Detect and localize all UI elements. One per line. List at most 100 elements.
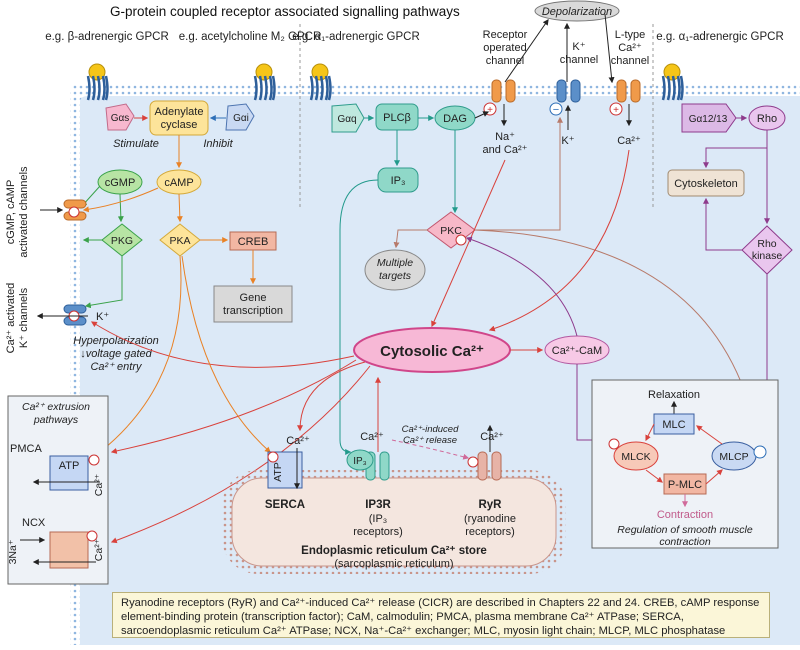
caption-box: Ryanodine receptors (RyR) and Ca²⁺-induc…: [112, 592, 770, 638]
ip3r-label: IP3R: [365, 499, 391, 511]
arrow-ip3-ip3r: [339, 179, 379, 455]
arrow-cyto-serca: [297, 361, 366, 432]
arrow-depol-ltype: [604, 13, 615, 84]
ncx-label: NCX: [22, 517, 46, 529]
cytoskeleton-node[interactable]: [667, 169, 745, 197]
gas-node[interactable]: Gαs: [105, 103, 135, 131]
ip3-badge-label: IP₃: [353, 456, 367, 467]
ltype-plus-icon: [609, 102, 623, 116]
ncx-plus-icon: [86, 530, 98, 542]
gpcr-alpha1-center-icon: [309, 63, 332, 101]
ca-in-label: Ca²⁺: [617, 135, 641, 147]
ca-pmca-label: Ca²⁺: [93, 473, 105, 496]
relaxation-label: Relaxation: [648, 389, 700, 401]
pkc-plus-icon: [455, 234, 467, 246]
arrow-pka-pmca: [99, 255, 182, 453]
creb-label: CREB: [238, 236, 269, 248]
receptor-operated-channel-icon: [491, 79, 516, 103]
arrow-cyto-ncx: [110, 365, 371, 544]
arrow-cgmp-pkg: [117, 193, 124, 223]
receptor-label-beta: e.g. β-adrenergic GPCR: [45, 31, 169, 43]
mlc-label: MLC: [662, 419, 685, 431]
serca-plus-icon: [267, 451, 279, 463]
gai-node[interactable]: Gαi: [225, 103, 255, 131]
svg-text:Gαq: Gαq: [337, 114, 356, 125]
k-out-label: K⁺: [561, 135, 574, 147]
ryr-ca-label: Ca²⁺: [480, 431, 504, 443]
svg-text:+: +: [487, 105, 493, 116]
ga1213-node[interactable]: Gα12/13: [681, 103, 737, 133]
pmlc-label: P-MLC: [668, 479, 702, 491]
arrow-na-ca-cyto: [431, 159, 506, 328]
svg-text:Gα12/13: Gα12/13: [689, 114, 728, 125]
stimulate-label: Stimulate: [113, 138, 159, 150]
er-store: [231, 477, 557, 567]
ip3-label: IP₃: [391, 175, 406, 187]
ca-cam-label: Ca²⁺-CaM: [552, 345, 602, 357]
depolarization-bubble: [534, 0, 620, 22]
arrow-pkc-kchannel: [475, 116, 563, 231]
arrow-mlcp-mlc: [696, 425, 723, 445]
na-ca-label: Na⁺and Ca²⁺: [483, 131, 528, 156]
pkc-label: PKC: [440, 225, 462, 237]
er-store-label: Endoplasmic reticulum Ca²⁺ store: [301, 545, 487, 557]
cgmp-label: cGMP: [105, 177, 136, 189]
diagram-title: G-protein coupled receptor associated si…: [110, 4, 460, 19]
ryr-channel-icon: [477, 451, 502, 481]
k-channel-icon: [556, 79, 581, 103]
ncx-node[interactable]: [49, 531, 89, 569]
plcb-label: PLCβ: [383, 112, 411, 124]
serca-atp-label: ATP: [272, 462, 284, 482]
serca-label: SERCA: [265, 499, 305, 511]
gaq-node[interactable]: Gαq: [331, 103, 365, 133]
pmca-atp-node[interactable]: [49, 455, 89, 491]
pka-label: PKA: [169, 235, 190, 247]
arrow-rhok-cyto: [703, 197, 742, 251]
camp-label: cAMP: [164, 177, 193, 189]
arrow-cicr: [391, 439, 470, 460]
receptor-label-alpha1-right: e.g. α₁-adrenergic GPCR: [656, 31, 784, 43]
arrow-ltype-cyto: [488, 149, 630, 332]
mlcp-minus-icon: [753, 445, 767, 459]
arrow-mlc-mlck: [645, 423, 655, 442]
ryr-label: RyR: [478, 499, 502, 511]
receptor-label-alpha1-center: e.g. α₁-adrenergic GPCR: [292, 31, 420, 43]
ryr-plus-icon: [467, 456, 479, 468]
rho-label: Rho: [757, 113, 777, 125]
ip3r-ca-label: Ca²⁺: [360, 431, 384, 443]
serca-node[interactable]: [267, 451, 303, 489]
gene-transcription-node[interactable]: [213, 285, 293, 323]
svg-text:Gαi: Gαi: [233, 113, 249, 124]
camp-channels-label: cGMP, cAMPactivated channels: [5, 166, 30, 258]
k-left-label: K⁺: [96, 311, 109, 323]
arrow-camp-pka: [176, 193, 183, 223]
arrow-cyto-pmca: [110, 359, 357, 454]
svg-text:Gαs: Gαs: [111, 113, 130, 124]
ip3-badge: [346, 449, 374, 471]
mlcp-label: MLCP: [719, 451, 748, 463]
dag-label: DAG: [443, 113, 467, 125]
pkg-label: PKG: [111, 235, 133, 247]
mlck-node[interactable]: [613, 441, 659, 471]
pmca-plus-icon: [88, 454, 100, 466]
inhibit-label: Inhibit: [203, 138, 233, 150]
multiple-targets-node[interactable]: [364, 249, 426, 291]
arrow-pka-serca: [181, 255, 271, 453]
cytoskeleton-label: Cytoskeleton: [674, 178, 738, 190]
pmca-atp-label: ATP: [59, 460, 80, 472]
mlck-plus-icon: [608, 438, 620, 450]
gpcr-m2-icon: [253, 63, 276, 101]
arrow-roc-depol: [504, 19, 549, 83]
